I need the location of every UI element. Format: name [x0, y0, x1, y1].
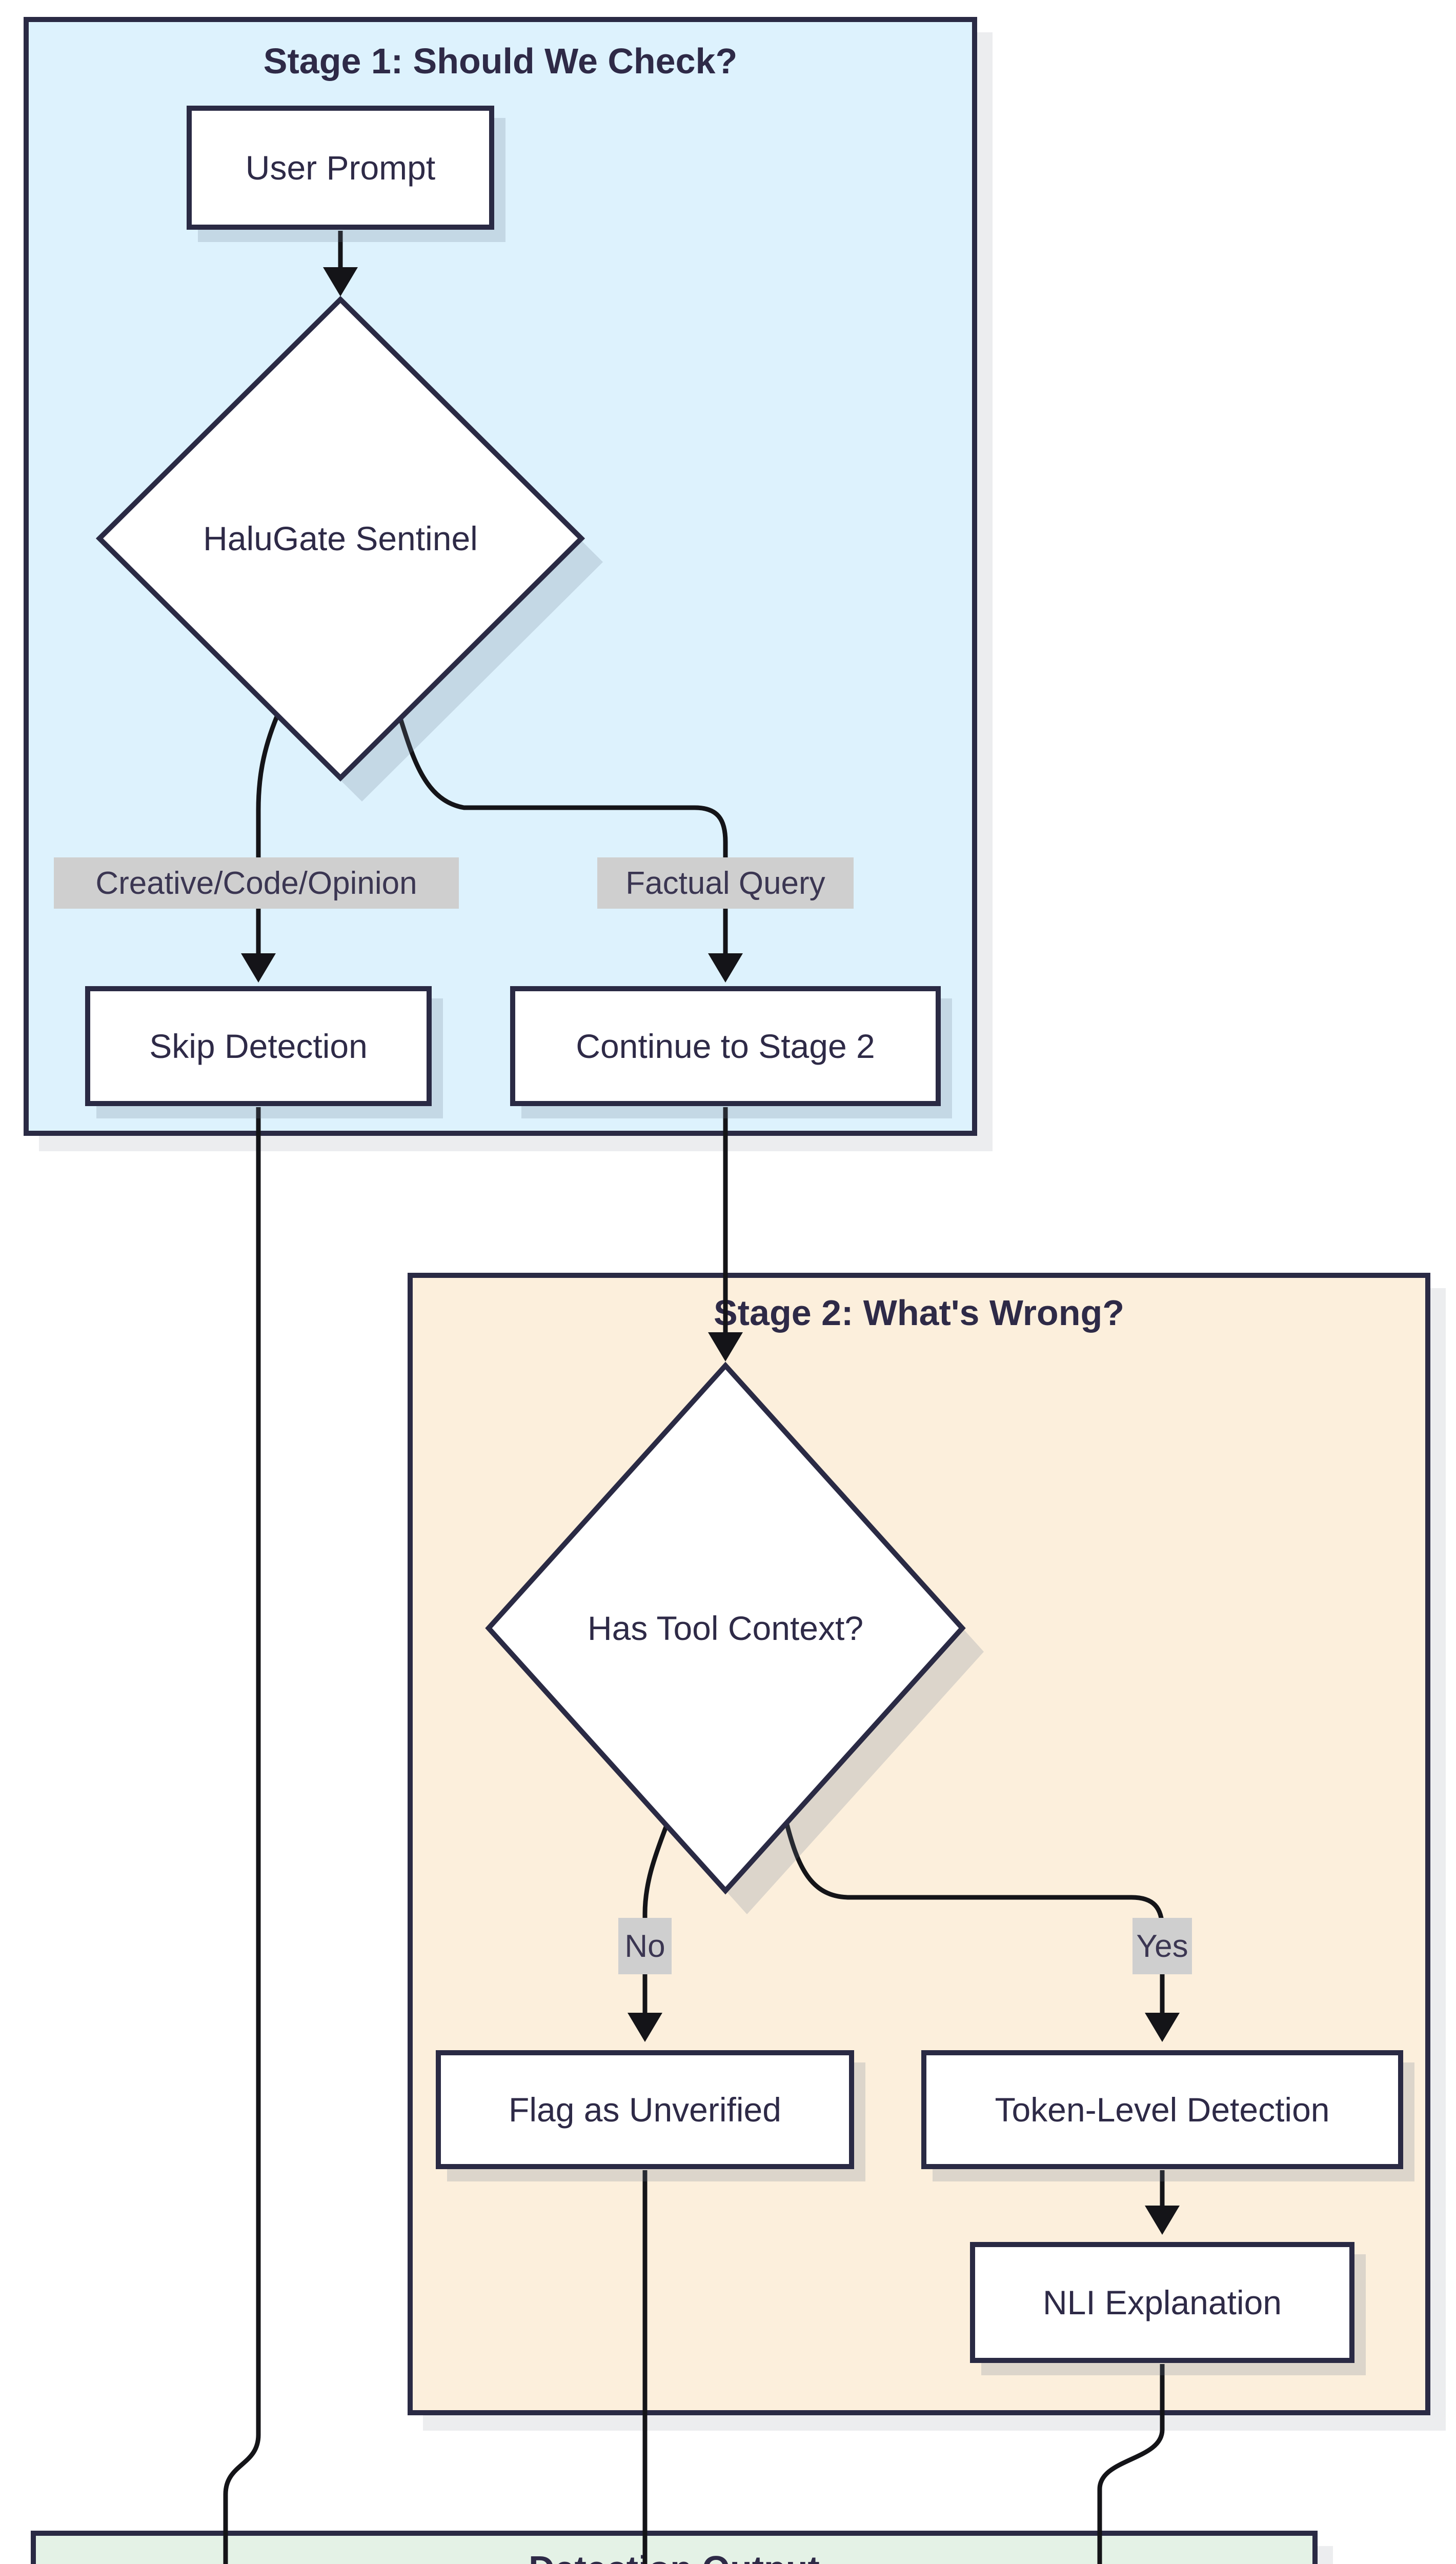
node-skip-detection-label: Skip Detection [149, 1027, 368, 1065]
edge-label-creative-code-opinion: Creative/Code/Opinion [54, 857, 459, 909]
node-user-prompt: User Prompt [187, 106, 494, 230]
stage1-container: Stage 1: Should We Check? [24, 17, 977, 1136]
decision-has-tool-context-label: Has Tool Context? [587, 1609, 864, 1647]
node-nli-explanation-label: NLI Explanation [1043, 2283, 1282, 2321]
node-token-level-detection: Token-Level Detection [921, 2050, 1403, 2169]
edge-label-factual-query: Factual Query [597, 857, 854, 909]
decision-has-tool-context: Has Tool Context? [489, 1594, 962, 1662]
decision-halugate-sentinel: HaluGate Sentinel [99, 505, 581, 572]
node-nli-explanation: NLI Explanation [970, 2242, 1354, 2363]
edge-skip-to-pass-through [223, 1107, 261, 2564]
detection-output-title: Detection Output [36, 2548, 1312, 2564]
edge-label-creative-code-opinion-text: Creative/Code/Opinion [95, 865, 417, 901]
node-flag-as-unverified-label: Flag as Unverified [509, 2091, 781, 2129]
node-continue-to-stage2: Continue to Stage 2 [510, 986, 941, 1106]
stage2-title: Stage 2: What's Wrong? [714, 1293, 1124, 1333]
node-flag-as-unverified: Flag as Unverified [436, 2050, 854, 2169]
edge-label-no: No [618, 1918, 672, 1974]
edge-label-yes-text: Yes [1136, 1928, 1188, 1964]
node-skip-detection: Skip Detection [85, 986, 432, 1106]
edge-label-no-text: No [624, 1928, 665, 1964]
edge-label-yes: Yes [1133, 1918, 1192, 1974]
detection-output-container: Detection Output [31, 2531, 1318, 2564]
node-token-level-detection-label: Token-Level Detection [995, 2091, 1330, 2129]
decision-halugate-sentinel-label: HaluGate Sentinel [203, 519, 478, 557]
edge-label-factual-query-text: Factual Query [625, 865, 825, 901]
node-continue-to-stage2-label: Continue to Stage 2 [576, 1027, 875, 1065]
stage1-title: Stage 1: Should We Check? [263, 41, 738, 81]
node-user-prompt-label: User Prompt [245, 149, 436, 187]
